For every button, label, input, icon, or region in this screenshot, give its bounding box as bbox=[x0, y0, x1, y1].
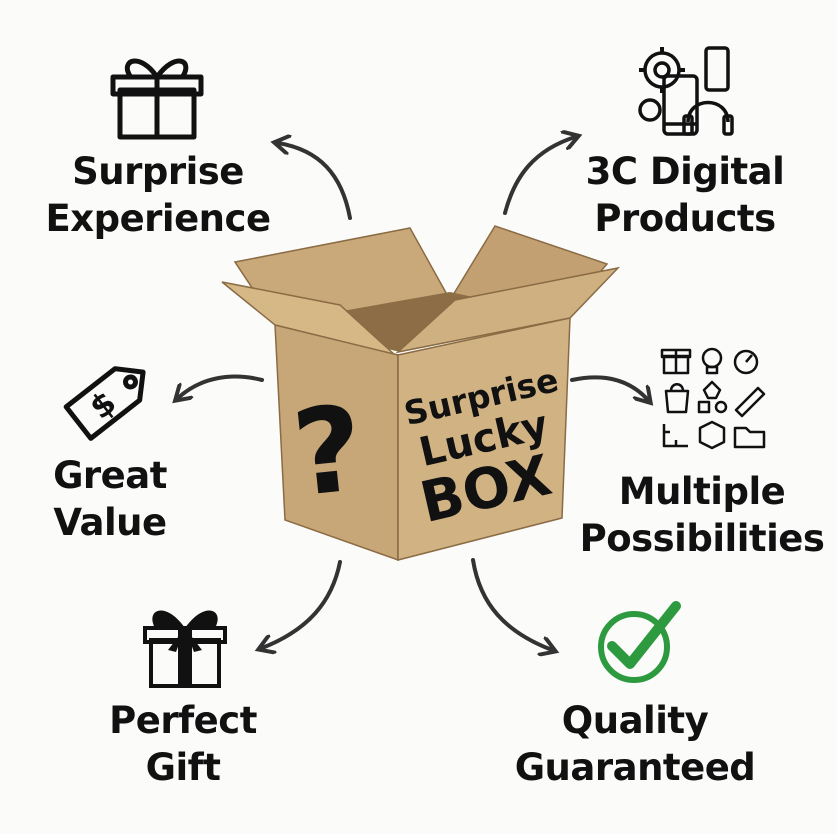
perfect-gift-label: Perfect Gift bbox=[88, 697, 278, 791]
surprise-experience-line1: Surprise bbox=[72, 150, 244, 193]
perfect-gift-line1: Perfect bbox=[109, 699, 257, 742]
arrow-top-left bbox=[278, 143, 352, 220]
surprise-experience-label: Surprise Experience bbox=[28, 148, 288, 242]
question-mark: ? bbox=[287, 379, 370, 523]
arrow-top-right bbox=[503, 137, 575, 215]
digital-products-label: 3C Digital Products bbox=[570, 148, 800, 242]
check-circle-icon bbox=[598, 601, 681, 683]
multiple-possibilities-line1: Multiple bbox=[618, 470, 786, 513]
mystery-box: ? Surprise Lucky BOX bbox=[221, 225, 621, 562]
great-value-line1: Great bbox=[53, 454, 167, 497]
price-tag-icon: $ bbox=[63, 366, 146, 441]
gift-bow-icon bbox=[143, 610, 227, 688]
multiple-possibilities-label: Multiple Possibilities bbox=[572, 468, 832, 562]
perfect-gift-line2: Gift bbox=[145, 746, 221, 789]
digital-products-line1: 3C Digital bbox=[585, 150, 785, 193]
digital-products-line2: Products bbox=[594, 197, 776, 240]
multiple-possibilities-line2: Possibilities bbox=[579, 517, 825, 560]
surprise-experience-line2: Experience bbox=[45, 197, 271, 240]
arrow-bottom-right bbox=[471, 558, 552, 650]
quality-guaranteed-line1: Quality bbox=[561, 699, 709, 742]
arrow-bottom-left bbox=[262, 560, 342, 648]
quality-guaranteed-label: Quality Guaranteed bbox=[500, 697, 770, 791]
great-value-label: Great Value bbox=[30, 452, 190, 546]
arrow-left bbox=[178, 374, 264, 398]
gift-box-icon bbox=[110, 58, 204, 140]
arrow-right bbox=[570, 375, 648, 400]
great-value-line2: Value bbox=[53, 501, 167, 544]
devices-icon bbox=[638, 46, 734, 136]
quality-guaranteed-line2: Guaranteed bbox=[514, 746, 756, 789]
items-grid-icon bbox=[660, 347, 766, 450]
